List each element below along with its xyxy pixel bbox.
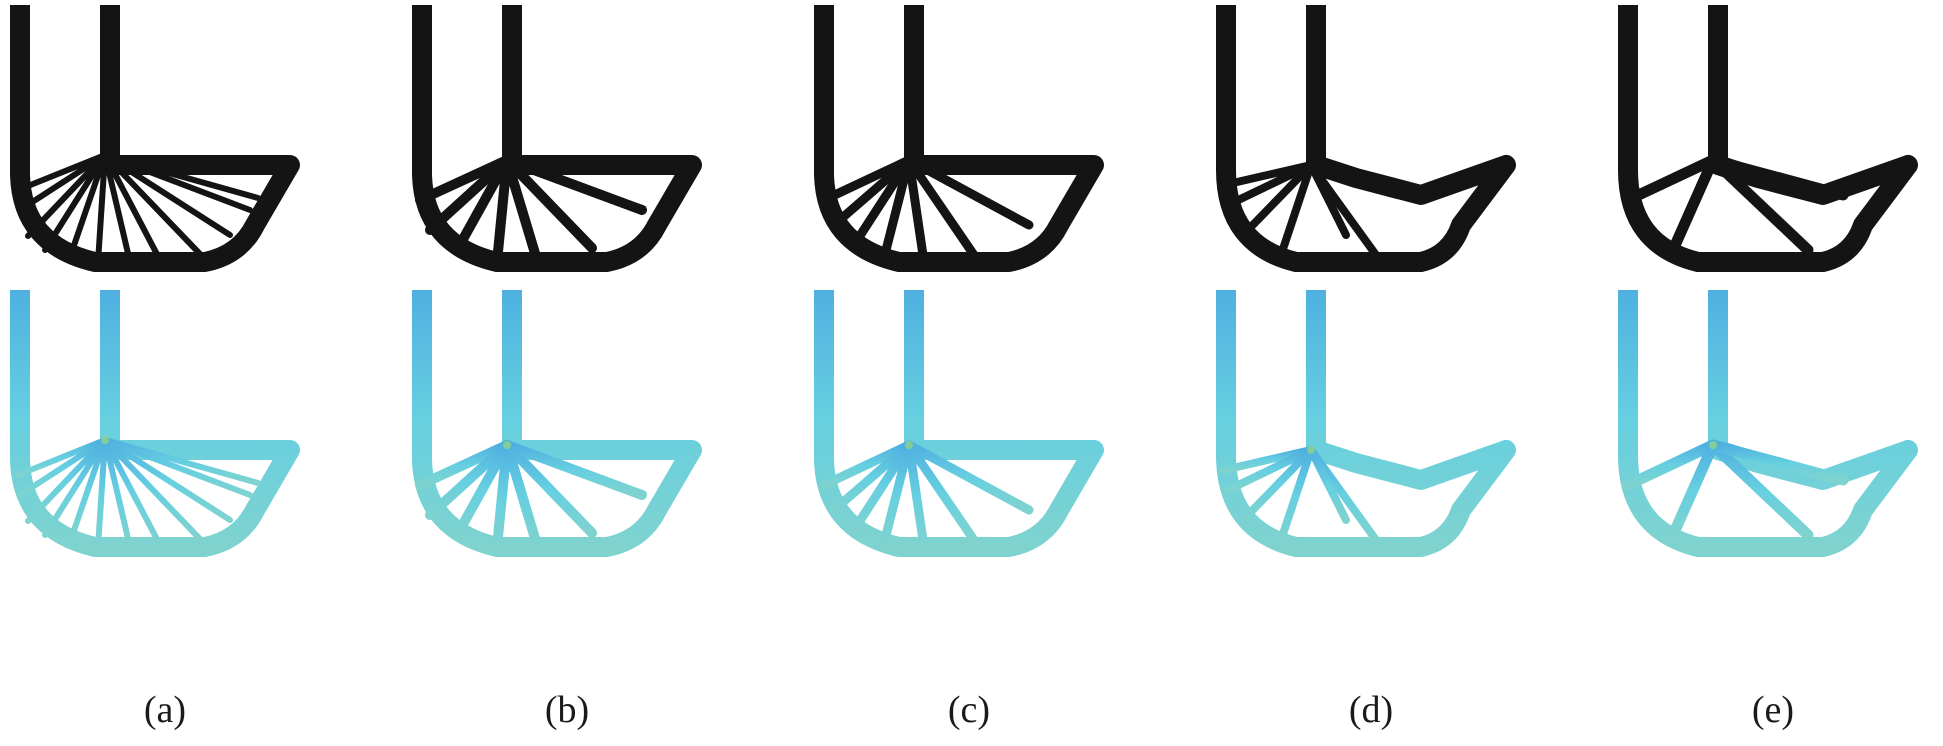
panel-label-a: (a) <box>144 689 186 731</box>
topology-b-member <box>502 155 542 265</box>
topology-a-member <box>67 152 108 260</box>
topology-d-frame <box>1216 5 1516 272</box>
stress-d-member <box>1277 446 1315 544</box>
stress-e-frame <box>1618 290 1918 557</box>
stress-d-member <box>1307 446 1350 524</box>
stress-e-stress-concentration <box>1709 441 1717 449</box>
topology-e-member <box>1707 154 1849 201</box>
stress-d-member <box>1242 446 1315 521</box>
topology-e-frame <box>1618 5 1918 272</box>
stress-b-member <box>502 440 542 550</box>
stress-a-stress-concentration <box>101 436 109 444</box>
topology-b-member <box>492 155 512 267</box>
panel-label-d: (d) <box>1349 689 1393 731</box>
topology-panel-a <box>10 5 300 272</box>
topology-panel-b <box>412 5 702 272</box>
stress-b-stress-concentration <box>503 441 511 449</box>
stress-c-member <box>829 440 914 515</box>
stress-a-member <box>102 437 233 523</box>
topology-d-member <box>1277 161 1315 259</box>
topology-a-member <box>102 152 163 263</box>
stress-a-member <box>102 437 133 550</box>
topology-c-member <box>849 155 914 250</box>
stress-c-member <box>904 440 979 545</box>
stress-d-frame <box>1216 290 1516 557</box>
stress-e-member <box>1622 439 1719 491</box>
topology-a-member <box>17 152 108 213</box>
topology-a-member <box>102 152 133 265</box>
stress-d-member <box>1224 446 1315 494</box>
stress-e-member <box>1707 439 1814 541</box>
topology-a-member <box>42 152 108 253</box>
stress-a-member <box>102 437 203 542</box>
topology-d-member <box>1307 161 1350 239</box>
topology-c-member <box>904 155 1034 230</box>
stress-panel-b <box>412 290 702 557</box>
topology-c-member <box>879 155 914 263</box>
stress-b-member <box>492 440 512 552</box>
stress-a-member <box>102 437 163 548</box>
stress-panel-e <box>1618 290 1918 557</box>
topology-panel-d <box>1216 5 1516 272</box>
topology-d-member <box>1224 161 1315 209</box>
stress-c-member <box>849 440 914 535</box>
topology-a-member <box>95 152 108 265</box>
stress-c-frame <box>814 290 1104 557</box>
topology-d-member <box>1242 161 1315 236</box>
stress-a-member <box>102 437 261 486</box>
stress-c-stress-concentration <box>905 441 913 449</box>
topology-c-member <box>829 155 914 230</box>
topology-e-member <box>1667 154 1719 256</box>
stress-panel-a <box>10 290 300 557</box>
stress-c-member <box>879 440 914 548</box>
stress-e-member <box>1707 439 1849 486</box>
stress-c-member <box>904 440 929 552</box>
stress-b-member <box>452 440 512 540</box>
stress-a-member <box>95 437 108 550</box>
stress-d-stress-concentration <box>1307 446 1315 454</box>
stress-c-member <box>904 440 1034 515</box>
topology-a-member <box>102 152 261 201</box>
stress-panel-c <box>814 290 1104 557</box>
stress-a-member <box>25 437 108 524</box>
stress-panel-d <box>1216 290 1516 557</box>
topology-b-member <box>425 155 512 235</box>
topology-e-member <box>1622 154 1719 206</box>
stress-b-member <box>502 440 647 500</box>
panel-label-e: (e) <box>1752 689 1794 731</box>
panel-label-b: (b) <box>545 689 589 731</box>
topology-c-frame <box>814 5 1104 272</box>
topology-a-member <box>102 152 203 257</box>
topology-panel-e <box>1618 5 1918 272</box>
stress-b-frame <box>412 290 702 557</box>
topology-panel-c <box>814 5 1104 272</box>
stress-b-member <box>425 440 512 520</box>
stress-a-member <box>17 437 108 498</box>
panel-label-c: (c) <box>948 689 990 731</box>
stress-b-member <box>502 440 597 538</box>
stress-e-member <box>1667 439 1719 541</box>
stress-a-member <box>67 437 108 545</box>
topology-e-member <box>1707 154 1814 256</box>
topology-a-member <box>25 152 108 239</box>
stress-a-member <box>42 437 108 538</box>
topology-c-member <box>904 155 929 267</box>
topology-b-member <box>502 155 597 253</box>
topology-b-member <box>502 155 647 215</box>
topology-b-member <box>452 155 512 255</box>
topology-a-member <box>102 152 233 238</box>
topology-b-frame <box>412 5 702 272</box>
topology-c-member <box>904 155 979 260</box>
